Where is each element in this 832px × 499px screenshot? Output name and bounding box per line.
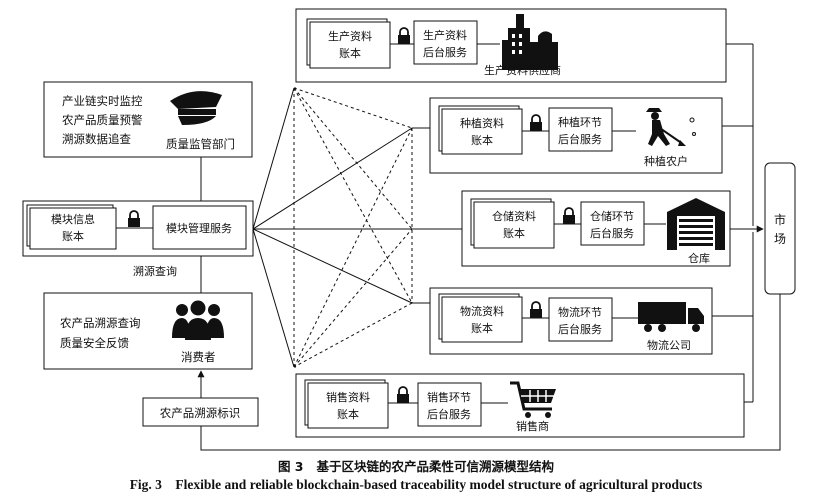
node-production: 生产资料 账本 生产资料 后台服务 生产资料供应商: [295, 8, 727, 83]
truck-icon: [638, 302, 704, 332]
service-line-2: 后台服务: [423, 45, 467, 59]
module-box: 模块信息 账本 模块管理服务: [22, 200, 254, 257]
node-logistics: 物流资料 账本 物流环节 后台服务 物流公司: [429, 287, 713, 355]
shopping-cart-icon: [510, 381, 556, 418]
caption-en: Fig. 3 Flexible and reliable blockchain-…: [129, 477, 703, 492]
factory-icon: [502, 14, 558, 70]
diagram-canvas: 产业链实时监控 农产品质量预警 溯源数据追查 质量监管部门 模块信息 账本 模块…: [22, 8, 796, 451]
node-label: 物流公司: [647, 338, 691, 352]
mesh-solid-lines: [252, 87, 413, 368]
query-label: 溯源查询: [133, 264, 177, 278]
account-line-1: 仓储资料: [492, 209, 536, 223]
supervision-dept-label: 质量监管部门: [166, 137, 235, 151]
people-group-icon: [172, 300, 224, 340]
market-label-line-1: 市: [774, 212, 786, 227]
tracing-id-box: 农产品溯源标识: [142, 397, 259, 427]
account-line-1: 生产资料: [328, 29, 372, 43]
account-line-2: 账本: [503, 226, 525, 240]
account-line-1: 销售资料: [326, 390, 370, 404]
market-box: 市 场: [764, 162, 796, 295]
service-line-2: 后台服务: [590, 226, 634, 240]
service-line-2: 后台服务: [427, 407, 471, 421]
module-service-label: 模块管理服务: [166, 221, 232, 235]
service-line-2: 后台服务: [558, 132, 602, 146]
node-label: 生产资料供应商: [484, 63, 561, 77]
service-line-1: 种植环节: [558, 115, 602, 129]
node-label: 仓库: [688, 251, 710, 265]
consumer-line-2: 质量安全反馈: [60, 336, 129, 350]
supervision-line-2: 农产品质量预警: [62, 113, 143, 127]
module-account-line-1: 模块信息: [51, 212, 95, 226]
account-line-2: 账本: [337, 407, 359, 421]
account-line-1: 种植资料: [460, 116, 504, 130]
caption-zh: 图 3 基于区块链的农产品柔性可信溯源模型结构: [277, 459, 555, 474]
service-line-2: 后台服务: [558, 322, 602, 336]
supervision-line-3: 溯源数据追查: [62, 132, 131, 146]
service-line-1: 物流环节: [558, 305, 602, 319]
tracing-id-label: 农产品溯源标识: [160, 406, 241, 420]
node-planting: 种植资料 账本 种植环节 后台服务 种植农户: [429, 97, 723, 174]
supervision-box: 产业链实时监控 农产品质量预警 溯源数据追查 质量监管部门: [43, 81, 253, 158]
service-line-1: 生产资料: [423, 28, 467, 42]
farmer-icon: [646, 108, 696, 146]
account-line-2: 账本: [339, 46, 361, 60]
node-label: 销售商: [516, 419, 549, 433]
service-line-1: 销售环节: [427, 390, 471, 404]
blockchain-mesh: [252, 87, 413, 368]
account-line-2: 账本: [471, 321, 493, 335]
consumer-line-1: 农产品溯源查询: [60, 316, 141, 330]
consumer-box: 农产品溯源查询 质量安全反馈 消费者: [43, 292, 253, 370]
consumer-label: 消费者: [181, 350, 216, 364]
account-line-1: 物流资料: [460, 304, 504, 318]
supervision-line-1: 产业链实时监控: [62, 94, 143, 108]
warehouse-icon: [667, 198, 725, 250]
node-storage: 仓储资料 账本 仓储环节 后台服务 仓库: [461, 190, 731, 267]
node-sales: 销售资料 账本 销售环节 后台服务 销售商: [295, 373, 745, 438]
account-line-2: 账本: [471, 133, 493, 147]
connector-lines: [200, 43, 781, 451]
police-cap-icon: [170, 91, 222, 125]
service-line-1: 仓储环节: [590, 209, 634, 223]
mesh-dashed-lines: [293, 87, 413, 368]
module-account-line-2: 账本: [62, 229, 84, 243]
market-label-line-2: 场: [774, 232, 786, 246]
node-label: 种植农户: [644, 154, 688, 168]
